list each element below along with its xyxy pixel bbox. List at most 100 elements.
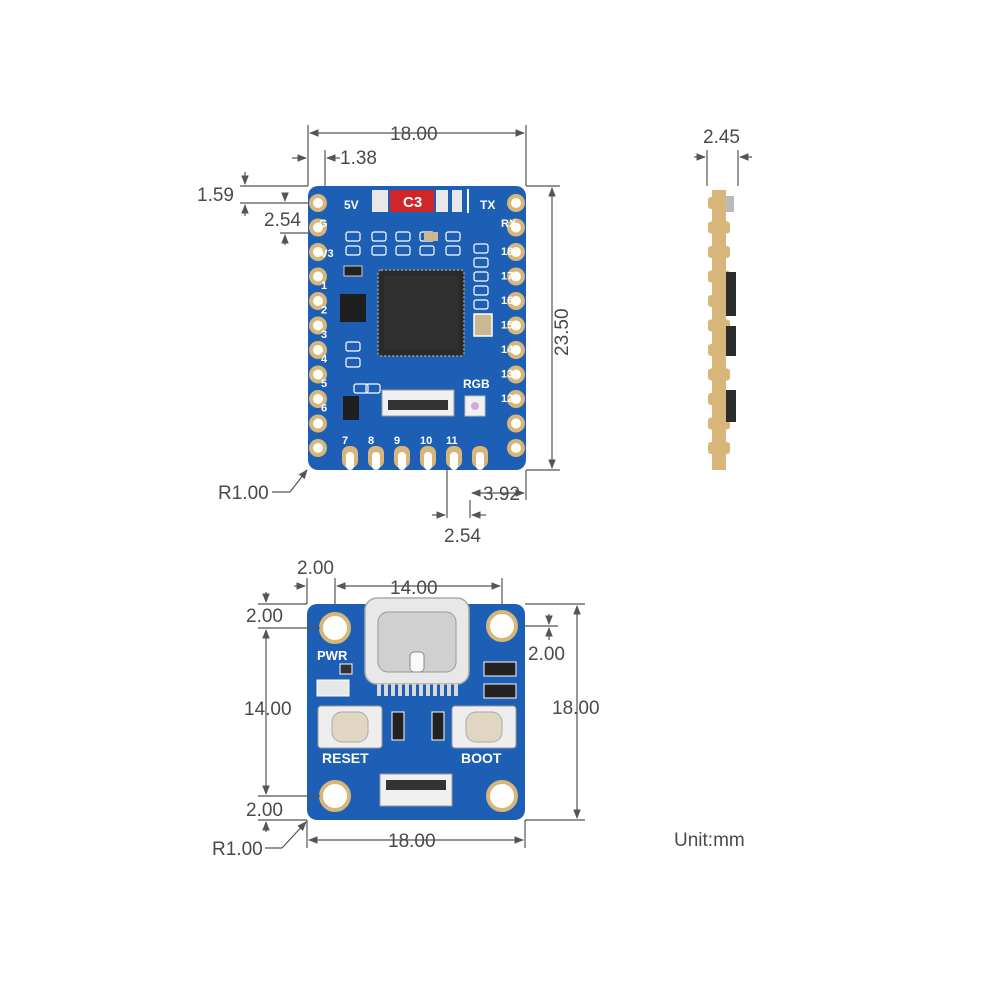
- side-tooth: [708, 221, 730, 234]
- pin-label-bottom: 9: [394, 435, 400, 447]
- castellation-hole-bottom: [424, 452, 432, 470]
- dim-usb-width: 14.00: [390, 578, 438, 599]
- pin-label-left: 5: [321, 378, 327, 390]
- mid-res-2: [431, 711, 445, 741]
- usb-pin: [447, 684, 451, 696]
- smd-outline: [395, 231, 411, 242]
- side-chip-1: [726, 272, 736, 316]
- boot-button-cap: [465, 711, 503, 743]
- dim-pitch-left: 2.54: [264, 210, 301, 231]
- label-reset: RESET: [322, 750, 369, 766]
- usb-pin: [398, 684, 402, 696]
- smd-outline: [365, 383, 381, 394]
- castellation-hole-right: [511, 320, 521, 331]
- usb-pin: [384, 684, 388, 696]
- top-view-dimensions: 18.00 1.38 1.59 2.54 23.50 R1.00 3.92 2.…: [197, 124, 573, 547]
- dim-side-thickness: 2.45: [703, 127, 740, 148]
- smd-outline: [473, 285, 489, 296]
- passive-components: [343, 231, 489, 420]
- side-tooth: [708, 246, 730, 258]
- regulator: [340, 294, 366, 322]
- side-tooth: [708, 417, 730, 430]
- castellation-hole-left: [313, 418, 323, 429]
- side-tooth: [708, 368, 730, 381]
- pwr-res: [339, 663, 353, 675]
- label-rx: RX: [501, 218, 517, 230]
- label-tx: TX: [480, 198, 495, 212]
- bottom-board: [307, 604, 525, 820]
- left-castellations: [309, 194, 327, 457]
- side-chip-3: [726, 390, 736, 422]
- dim-top-width: 18.00: [390, 124, 438, 145]
- chip-inner: [384, 276, 458, 350]
- castellation-hole-right: [511, 443, 521, 453]
- castellation-hole-left: [313, 320, 323, 331]
- usb-pin: [412, 684, 416, 696]
- top-view: C3 5V TX G RX 3V3 RGB 123456181716151413…: [308, 186, 526, 470]
- smd-r2: [483, 683, 517, 699]
- bottom-fpc-slot: [386, 780, 446, 790]
- pin-label-bottom: 11: [446, 435, 458, 447]
- mount-hole-br: [486, 780, 518, 812]
- castellation-hole-left: [313, 394, 323, 404]
- dim-right-hole: 2.00: [528, 644, 565, 665]
- pin-label-left: 4: [321, 354, 328, 366]
- label-3v3: 3V3: [314, 248, 334, 260]
- bottom-view: PWR RESET BOOT: [307, 597, 525, 820]
- castellation-hole-bottom: [372, 452, 380, 470]
- dim-top-height: 23.50: [552, 308, 573, 356]
- castellation-hole-right: [511, 222, 521, 233]
- bottom-view-dimensions: 2.00 14.00 2.00 14.00 2.00 R1.00 18.00 2…: [212, 558, 600, 860]
- castellation-hole-left: [313, 296, 323, 306]
- pin-label-left: 3: [321, 329, 327, 341]
- castellation-hole-bottom: [346, 452, 354, 470]
- unit-label: Unit:mm: [674, 830, 745, 851]
- dim-hole-top: 2.00: [246, 606, 283, 627]
- pin-label-right: 16: [501, 295, 513, 307]
- side-castellations: [708, 197, 730, 454]
- usb-c-tongue: [409, 651, 425, 673]
- pin-label-bottom: 8: [368, 435, 374, 447]
- smd-outline: [473, 299, 489, 310]
- castellation-hole-right: [511, 271, 521, 282]
- dim-hole-x: 2.00: [297, 558, 334, 579]
- castellation-hole-left: [313, 271, 323, 282]
- label-boot: BOOT: [461, 750, 502, 766]
- reset-button-cap: [331, 711, 369, 743]
- rgb-led-dot: [471, 402, 479, 410]
- usb-pin: [440, 684, 444, 696]
- dim-hole-bottom: 2.00: [246, 800, 283, 821]
- dim-bottom-height: 18.00: [552, 698, 600, 719]
- usb-pin: [426, 684, 430, 696]
- smd-r1: [483, 661, 517, 677]
- header-red-block: [390, 190, 434, 212]
- header-white-pad-2: [436, 190, 448, 212]
- dim-top-corner: R1.00: [218, 483, 269, 504]
- dim-bottom-width: 18.00: [388, 831, 436, 852]
- pwr-led: [316, 679, 350, 697]
- castellation-hole-bottom: [450, 452, 458, 470]
- smd-outline: [345, 357, 361, 368]
- side-chip-2: [726, 326, 736, 356]
- pin-label-right: 12: [501, 393, 513, 405]
- castellation-hole-left: [313, 345, 323, 355]
- dim-bottom-offset: 3.92: [483, 484, 520, 505]
- castellation-hole-right: [511, 394, 521, 404]
- side-tooth: [708, 393, 730, 405]
- pin-label-right: 13: [501, 369, 513, 381]
- bottom-castellations: [342, 446, 488, 470]
- smd-outline: [473, 257, 489, 268]
- smd-outline: [473, 243, 489, 254]
- smd-outline: [345, 341, 361, 352]
- usb-c-pins: [377, 684, 458, 696]
- smd-outline: [371, 245, 387, 256]
- smd-outline: [445, 231, 461, 242]
- castellation-hole-right: [511, 296, 521, 306]
- header-white-pad-3: [452, 190, 462, 212]
- pin-label-bottom: 10: [420, 435, 432, 447]
- usb-pin: [377, 684, 381, 696]
- smd-outline: [473, 271, 489, 282]
- castellation-hole-right: [511, 198, 521, 208]
